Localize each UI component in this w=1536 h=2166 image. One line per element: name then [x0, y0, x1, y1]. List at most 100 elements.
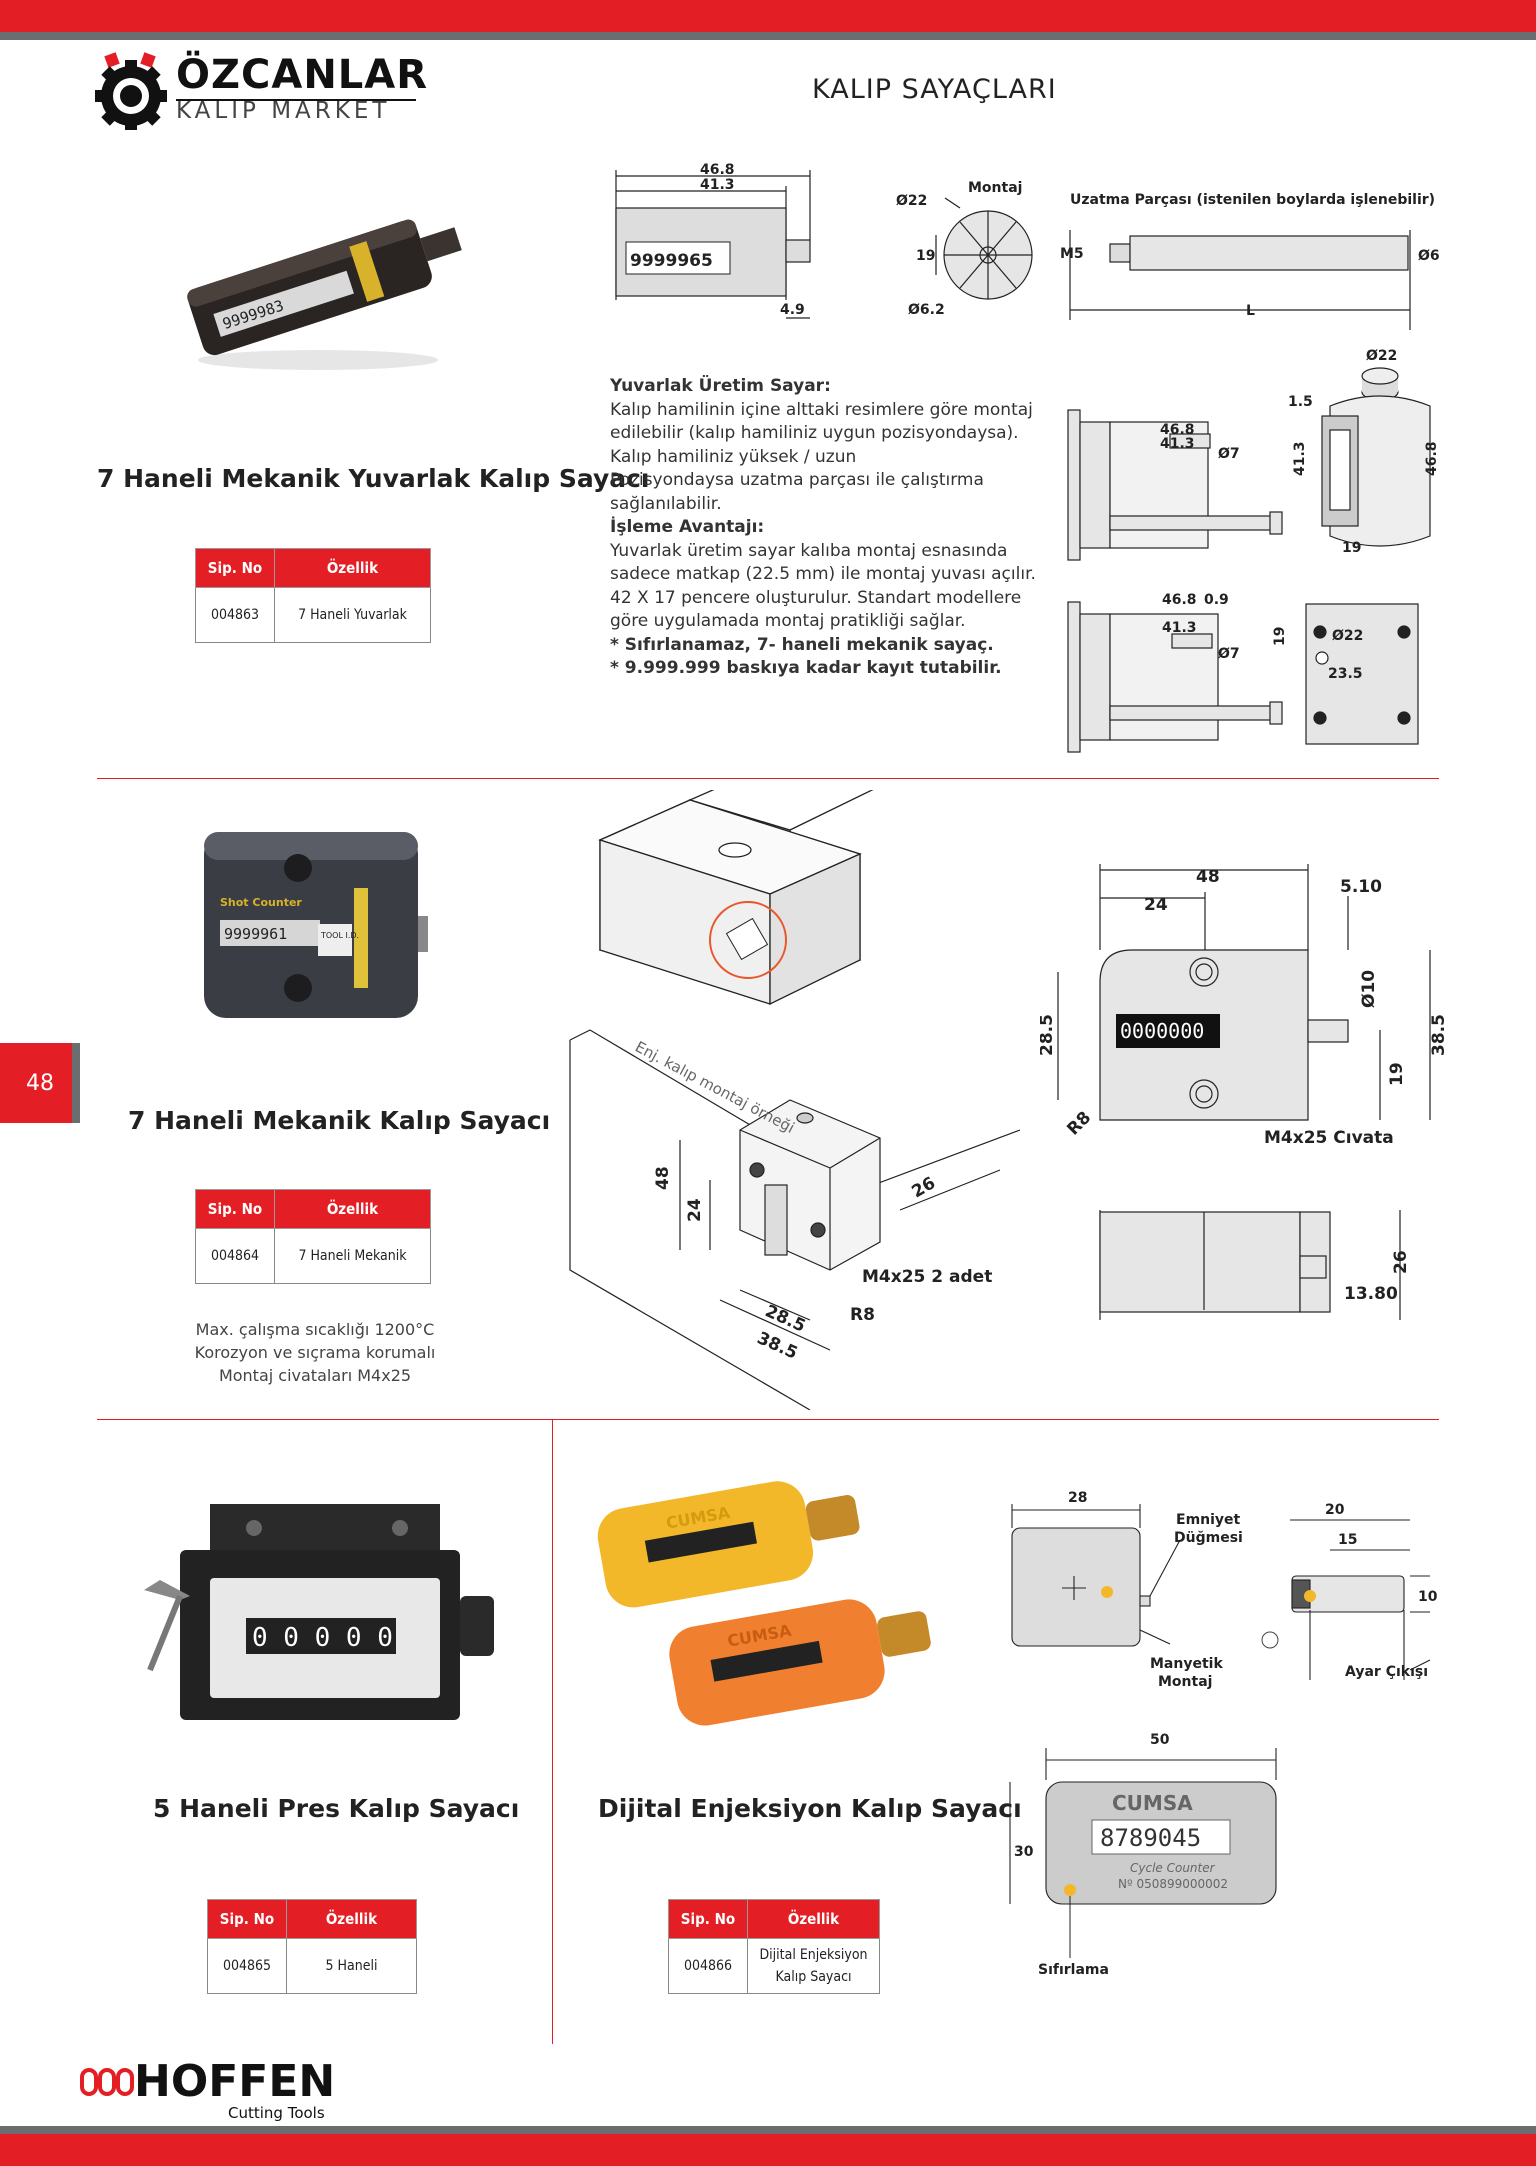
dim-label: M5	[1060, 246, 1084, 262]
table-header: Özellik	[286, 1899, 417, 1939]
product2-front-drawings: 0000000 48 24 5.10 28.5 Ø10 38.5 19 R8 M…	[1037, 860, 1450, 1330]
product3-spec-table: Sip. No Özellik 004865 5 Haneli	[207, 1899, 417, 1994]
table-header: Sip. No	[668, 1899, 748, 1939]
note-line: Montaj civataları M4x25	[218, 1366, 412, 1385]
extension-title: Uzatma Parçası (istenilen boylarda işlen…	[1070, 192, 1435, 208]
description-line: Kalıp hamilinin içine alttaki resimlere …	[610, 399, 1033, 420]
order-number: 004865	[207, 1938, 287, 1994]
dim-label: 1.5	[1288, 394, 1313, 410]
dim-label: 20	[1325, 1502, 1345, 1518]
footer-brand: HOFFEN	[134, 2056, 336, 2107]
photo-tag: TOOL I.D.	[320, 931, 359, 940]
table-header: Sip. No	[195, 548, 275, 588]
table-header: Özellik	[747, 1899, 880, 1939]
dim-label: Ø6.5	[1418, 248, 1440, 264]
product3-photo: 0 0 0 0 0	[130, 1500, 500, 1730]
counter-digits: 0 0 0 0 0	[252, 1623, 393, 1653]
description-line: sadece matkap (22.5 mm) ile montaj yuvas…	[610, 564, 1036, 584]
table-header: Özellik	[274, 1189, 431, 1229]
table-row: 004864 7 Haneli Mekanik	[195, 1228, 431, 1284]
feature-line: Kalıp Sayacı	[775, 1969, 852, 1985]
dim-label: 24	[1144, 895, 1168, 915]
dim-label: Ø22	[1332, 628, 1363, 644]
table-header: Özellik	[274, 548, 431, 588]
dim-label: 30	[1014, 1844, 1034, 1860]
dim-label: 41.3	[1292, 441, 1308, 476]
description-line: 42 X 17 pencere oluşturulur. Standart mo…	[610, 587, 1022, 608]
dim-label: 24	[685, 1198, 705, 1222]
description-line: Yuvarlak üretim sayar kalıba montaj esna…	[610, 540, 1008, 561]
description-line: göre uygulamada montaj pratikliği sağlar…	[610, 611, 966, 631]
dim-label: 26	[1391, 1250, 1411, 1274]
dim-label: 15	[1338, 1532, 1357, 1548]
dim-label: 13.80	[1344, 1284, 1398, 1304]
display-text: 0000000	[1120, 1019, 1204, 1043]
product4-title: Dijital Enjeksiyon Kalıp Sayacı	[598, 1794, 1022, 1823]
brand-divider	[176, 99, 416, 101]
cycle-label: Cycle Counter	[1130, 1861, 1216, 1875]
dim-label: 10	[1418, 1589, 1438, 1605]
product4-drawings: 28 Emniyet Düğmesi Manyetik Montaj 20 15…	[1000, 1480, 1450, 2000]
dim-label: Montaj	[1158, 1674, 1212, 1690]
dim-label: 46.8	[1162, 592, 1197, 608]
description-line: Pozisyondaysa uzatma parçası ile çalıştı…	[610, 470, 984, 490]
photo-label: Shot Counter	[220, 896, 302, 909]
brand-name: ÖZCANLAR	[176, 52, 429, 98]
order-number: 004866	[668, 1938, 748, 1994]
feature-cell: 7 Haneli Yuvarlak	[274, 587, 431, 643]
dim-label: 38.5	[1429, 1014, 1449, 1056]
description-heading: İşleme Avantajı:	[610, 517, 765, 537]
page-number: 48	[0, 1043, 80, 1123]
table-header: Sip. No	[195, 1189, 275, 1229]
dim-label: 41.3	[700, 177, 735, 193]
order-number: 004864	[195, 1228, 275, 1284]
dim-label: 41.3	[1160, 436, 1195, 452]
dim-label: 5.10	[1340, 877, 1382, 897]
dim-label: L	[1246, 303, 1255, 319]
dim-label: 19	[1342, 540, 1361, 556]
product1-spec-table: Sip. No Özellik 004863 7 Haneli Yuvarlak	[195, 548, 431, 643]
description-line: edilebilir (kalıp hamiliniz uygun pozisy…	[610, 423, 1019, 443]
dim-label: 46.8	[1160, 422, 1195, 438]
counter-display-text: 9999965	[630, 251, 713, 271]
product1-mount-drawings: 46.8 41.3 Ø7 Ø22 1.5 41.3 46.8 19 46.8 0…	[1060, 346, 1460, 756]
description-line: sağlanılabilir.	[610, 493, 722, 514]
description-bullet: * 9.999.999 baskıya kadar kayıt tutabili…	[610, 658, 1002, 678]
section-divider	[97, 1419, 1439, 1420]
bottom-red-bar	[0, 2134, 1536, 2166]
note-line: Korozyon ve sıçrama korumalı	[194, 1343, 436, 1362]
page-number-strip	[72, 1043, 80, 1123]
note-line: Max. çalışma sıcaklığı 1200°C	[195, 1320, 435, 1339]
bottom-gray-bar	[0, 2126, 1536, 2134]
feature-cell: 5 Haneli	[286, 1938, 417, 1994]
dim-label: 50	[1150, 1732, 1170, 1748]
dim-label: Manyetik	[1150, 1656, 1223, 1672]
iso-note: Enj. kalıp montaj örneği	[632, 1038, 797, 1137]
dim-label: 28.5	[1040, 1014, 1057, 1056]
product3-title: 5 Haneli Pres Kalıp Sayacı	[153, 1794, 520, 1823]
dim-label: 46.8	[700, 162, 735, 178]
feature-cell: 7 Haneli Mekanik	[274, 1228, 431, 1284]
column-divider	[552, 1419, 553, 2044]
dim-label: 48	[653, 1166, 673, 1190]
product1-dimension-drawings: 9999965 46.8 41.3 4.9 Ø22 Montaj 19 Ø6.2…	[600, 160, 1455, 330]
dim-label: Emniyet	[1176, 1512, 1241, 1528]
dim-label: Ø7	[1218, 446, 1240, 462]
feature-cell: Dijital Enjeksiyon Kalıp Sayacı	[747, 1938, 880, 1994]
dim-label: 0.9	[1204, 592, 1229, 608]
dim-label: M4x25 Cıvata	[1264, 1128, 1394, 1148]
description-line: Kalıp hamiliniz yüksek / uzun	[610, 446, 857, 467]
serial-label: Nº 050899000002	[1118, 1877, 1228, 1891]
product2-spec-table: Sip. No Özellik 004864 7 Haneli Mekanik	[195, 1189, 431, 1284]
gear-logo-icon	[94, 52, 168, 132]
dim-label: Ø6.2	[908, 302, 945, 318]
brand-text: CUMSA	[1112, 1791, 1193, 1815]
dim-label: Ø10	[1359, 970, 1379, 1008]
product1-title: 7 Haneli Mekanik Yuvarlak Kalıp Sayacı	[97, 464, 650, 493]
dim-label: Montaj	[968, 180, 1022, 196]
dim-label: 28	[1068, 1490, 1087, 1506]
photo-digits: 9999961	[224, 925, 287, 943]
dim-label: M4x25 2 adet	[862, 1267, 992, 1287]
dim-label: Ø7	[1218, 646, 1240, 662]
product2-iso-drawings: Enj. kalıp montaj örneği 48 24 26 28.5 3…	[560, 763, 1021, 1411]
